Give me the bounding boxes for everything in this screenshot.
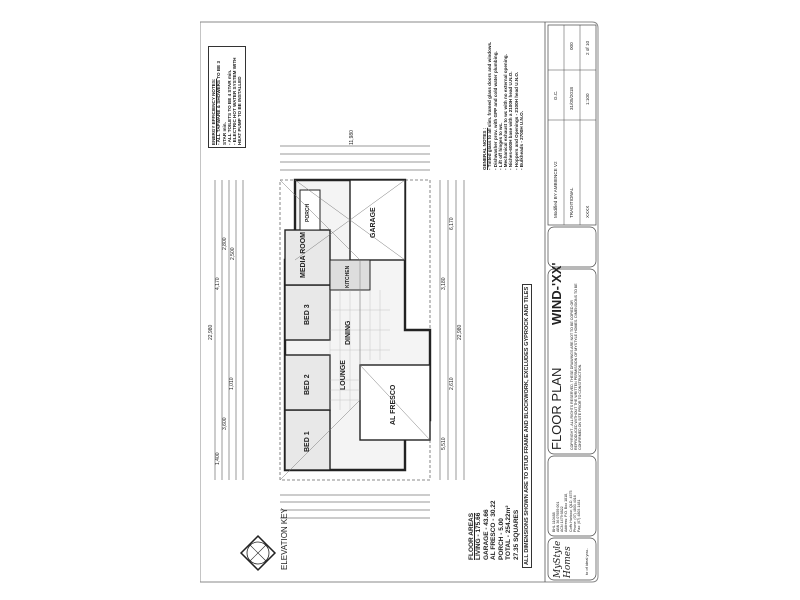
floor-plan-sheet: 22,980 22,980 11,980 1,400 3,600 1,010 4… [200,15,600,590]
dim-label: 2,800 [222,237,228,250]
drawing-description: COPYRIGHT - ALL RIGHTS RESERVED. THESE D… [570,283,583,450]
sheet-border [200,21,599,583]
floor-area-item: AL FRESCO - 30.22 [490,500,498,560]
floor-area-item: TOTAL - 254.22m² [505,505,513,560]
room-label-kitchen: KITCHEN [345,265,351,288]
company-logo: MyStyle Homes [553,540,573,578]
elevation-key-label: ELEVATION KEY [280,508,289,570]
company-contact: BHL 110488 ABN 36 07659 001 ACN 1479 682… [552,491,581,532]
company-tagline: to of ideal you.. [584,547,589,575]
energy-notes: ENERGY EFFICIENCY NOTES: - ALL TAPWARE &… [208,46,246,148]
logo-box [547,537,597,581]
energy-note: - ALL TAPWARE & SHOWERS TO BE 3 STAR min… [216,60,227,145]
overall-length-dim-bottom: 22,980 [457,324,463,340]
energy-note: - ELECTRIC HOT WATER SYSTEM WITH HEAT PU… [232,57,243,145]
floor-plan-drawing [200,21,599,583]
floor-area-item: 27.35 SQUARES [512,509,520,560]
room-label-bed1: BED 1 [304,431,311,452]
floor-areas-heading: FLOOR AREAS [468,512,475,560]
floor-area-item: PORCH - 5.00 [497,518,505,560]
dim-label: 2,500 [230,247,236,260]
general-note: - Tinted glass to all slim. framed glass… [487,41,493,170]
dim-label: 3,180 [441,277,447,290]
dim-label: 5,510 [441,437,447,450]
elevation-key-icon [239,534,277,572]
title-block-drawn-by: G.C. [553,90,558,100]
room-label-bed2: BED 2 [304,374,311,395]
general-notes: GENERAL NOTES : - Tinted glass to all sl… [482,20,524,170]
room-label-garage: GARAGE [370,207,377,238]
room-label-dining: DINING [345,320,352,346]
room-label-alfresco: AL FRESCO [390,384,397,425]
floor-area-item: LIVING - 175.66 [475,512,483,560]
dimension-lines [214,145,465,519]
contact-box [547,455,597,537]
design-code: WIND-'XX' [549,262,564,325]
room-label-porch: PORCH [305,203,311,222]
title-block-scale: 1:100 [585,93,590,106]
title-block-job-no: 000 [569,42,574,50]
title-block-client: XXXX [585,205,590,218]
overall-width-dim: 11,980 [349,130,355,145]
dimensions-note: ALL DIMENSIONS SHOWN ARE TO STUD FRAME A… [522,283,533,568]
general-note: - Bulkheads - 2700H U.N.O. [518,111,524,170]
drawing-title: FLOOR PLAN [549,367,564,450]
floor-area-item: GARAGE - 43.66 [482,509,490,560]
dim-label: 1,400 [215,452,221,465]
title-block-modified: Modified BY AMBIENCE V2 [553,161,558,218]
dim-label: 2,610 [449,377,455,390]
info-box [547,24,597,226]
title-block-facade: TRADITIONAL [569,187,574,218]
floor-areas: FLOOR AREAS LIVING - 175.66 GARAGE - 43.… [468,501,520,560]
house-plan [279,178,432,481]
dim-label: 3,600 [222,417,228,430]
contact-line: Fax: (07) 4803 1481 [576,499,581,532]
notes-box [547,226,597,268]
title-block-date: 31/05/2018 [569,87,574,110]
dim-label: 1,010 [229,377,235,390]
dim-label: 6,170 [449,217,455,230]
room-label-lounge: LOUNGE [340,360,347,390]
room-label-media: MEDIA ROOM [300,231,307,278]
title-block-sheet: 2 of 10 [585,40,590,55]
contact-line: Address: P.O. Box 1818, [564,492,569,532]
room-label-bed3: BED 3 [304,304,311,325]
overall-length-dim: 22,980 [208,324,214,340]
title-box [547,268,597,455]
dim-label: 4,170 [215,277,221,290]
